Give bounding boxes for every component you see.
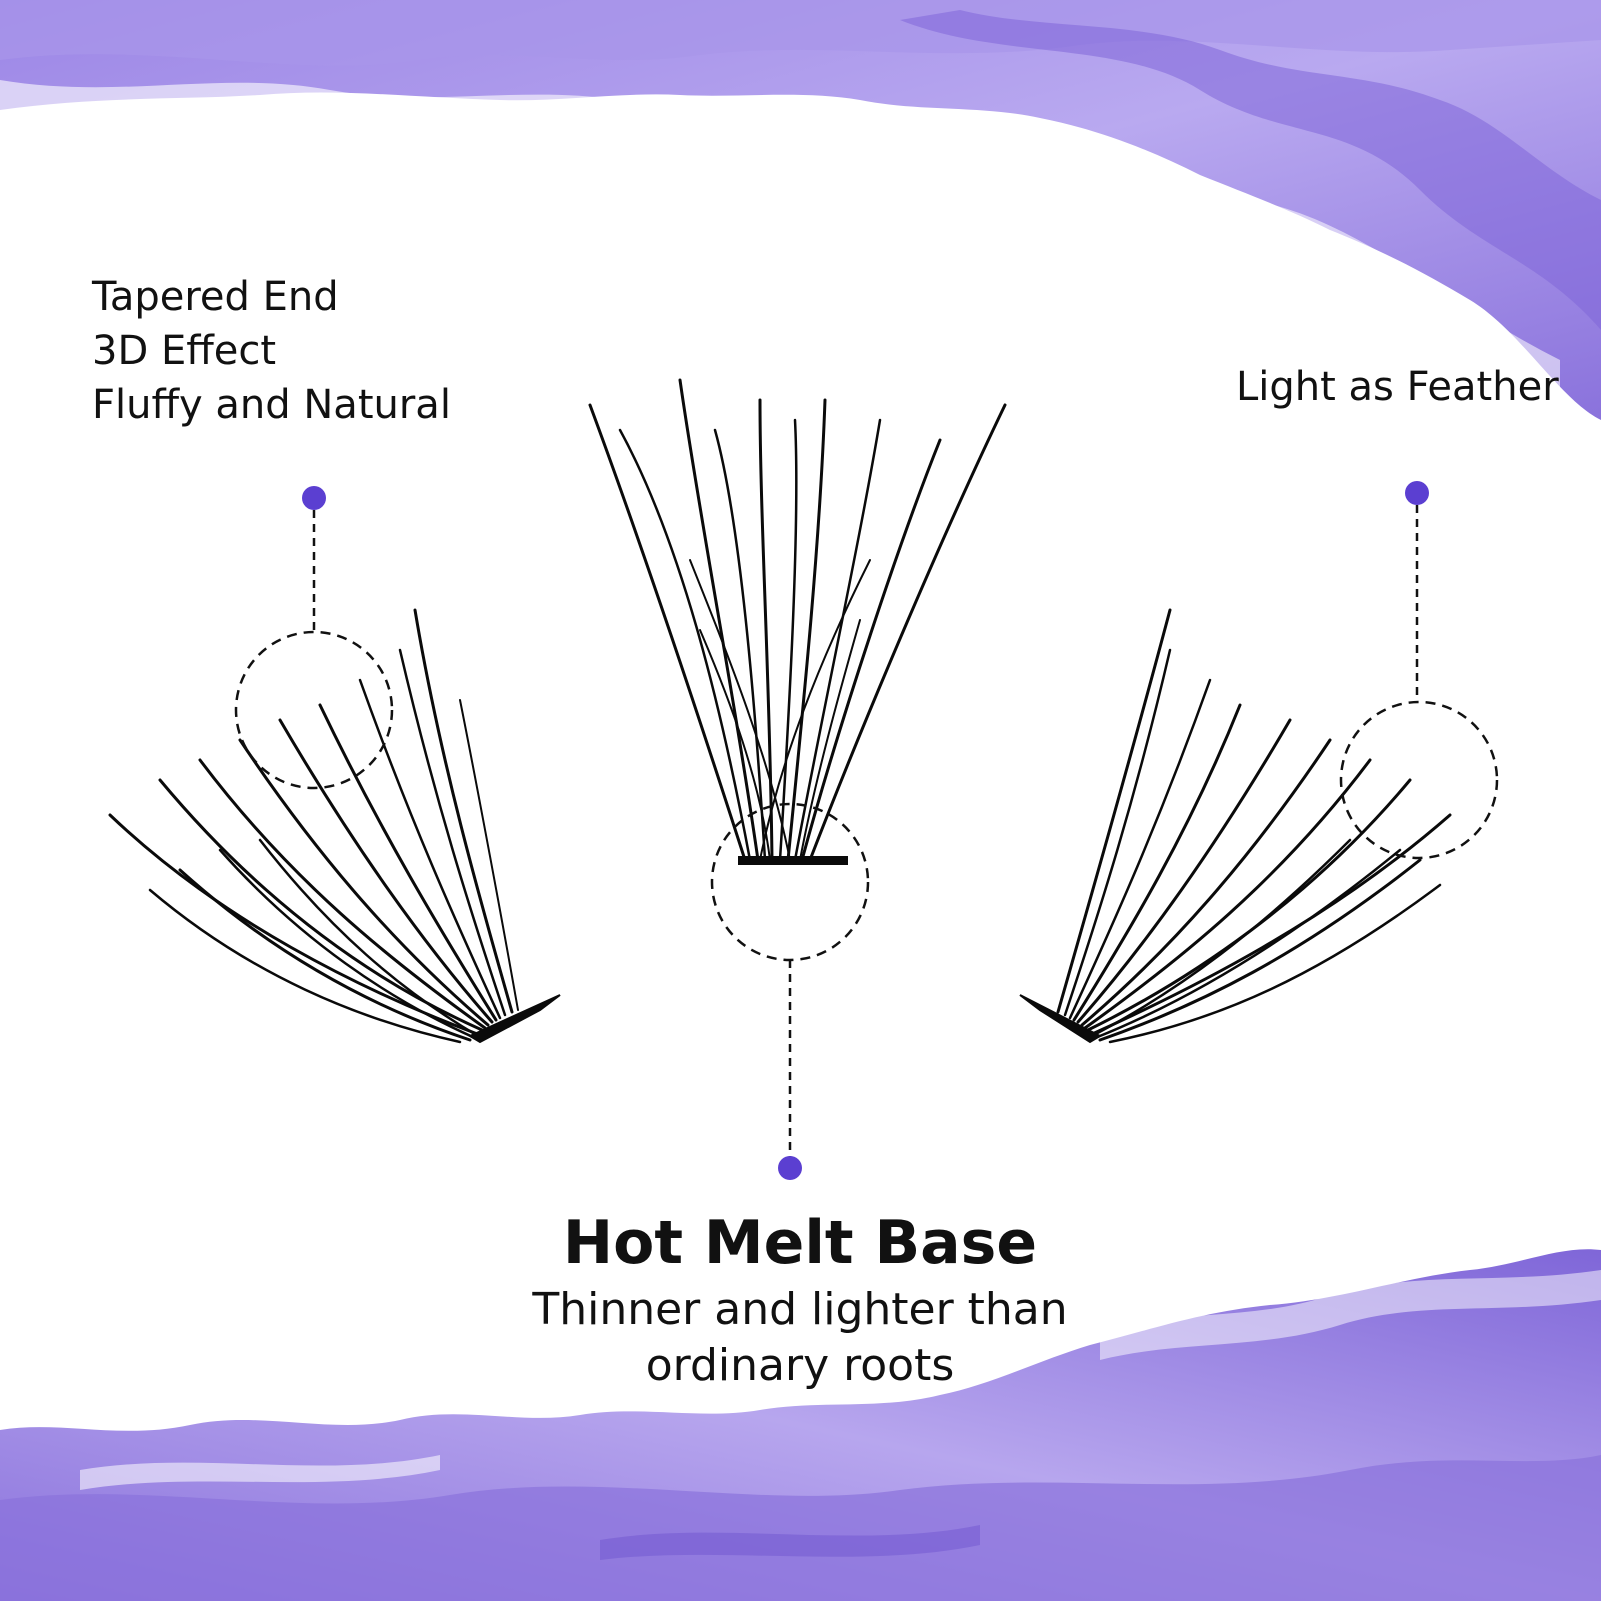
left-callout-line-2: 3D Effect	[92, 328, 277, 374]
bottom-callout-title: Hot Melt Base	[562, 1208, 1038, 1278]
center-lash-cluster	[588, 378, 1007, 865]
bottom-callout-text: Hot Melt Base Thinner and lighter than o…	[500, 1208, 1100, 1394]
center-callout-dot	[778, 1156, 802, 1180]
right-callout-text: Light as Feather	[1236, 364, 1559, 410]
bottom-callout-subtitle-line-1: Thinner and lighter than	[532, 1284, 1068, 1335]
left-callout-line-3: Fluffy and Natural	[92, 382, 451, 428]
bottom-callout-subtitle-line-2: ordinary roots	[645, 1340, 955, 1391]
right-callout-dot	[1405, 481, 1429, 505]
left-callout-dot	[302, 486, 326, 510]
top-paint-stroke	[0, 0, 1601, 420]
right-zoom-circle	[1339, 700, 1499, 860]
bottom-paint-stroke	[0, 1249, 1601, 1601]
left-callout-line-1: Tapered End	[92, 274, 339, 320]
right-lash-cluster	[1019, 608, 1452, 1044]
left-callout-text: Tapered End 3D Effect Fluffy and Natural	[92, 270, 451, 432]
left-lash-cluster	[108, 608, 561, 1044]
center-callout-marker	[710, 802, 870, 1180]
left-callout-marker	[234, 486, 394, 790]
right-callout-marker	[1339, 481, 1499, 860]
left-zoom-circle	[234, 630, 394, 790]
